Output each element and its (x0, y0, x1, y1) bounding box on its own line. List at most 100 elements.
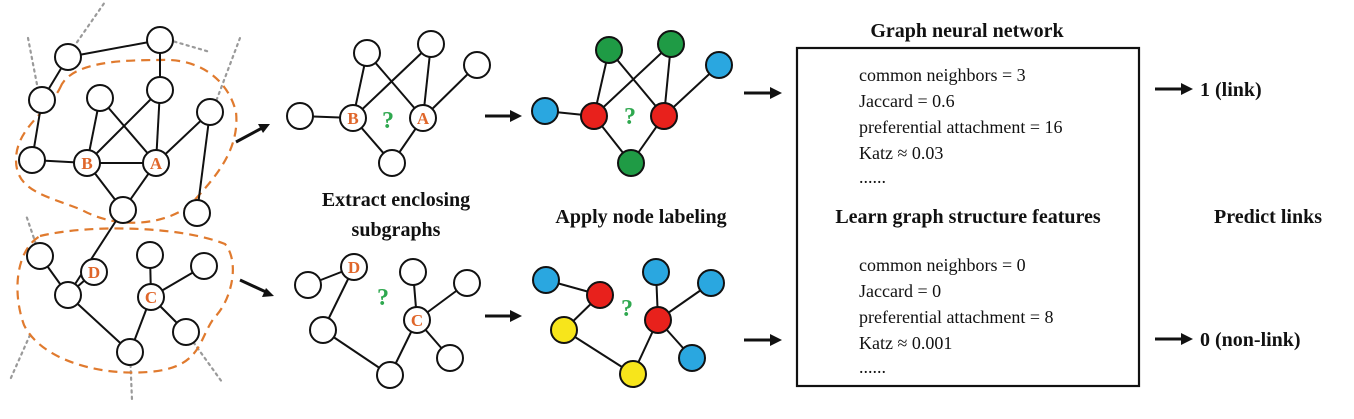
graph-node (196, 98, 224, 126)
subgraph-node (309, 316, 337, 344)
subgraph-node (294, 271, 322, 299)
arrow-gnn-top (744, 87, 782, 99)
subgraph-node (286, 102, 314, 130)
top-feature: common neighbors = 3 (859, 65, 1026, 85)
output-non-link: 0 (non-link) (1200, 329, 1301, 351)
subgraph-ab: B A ? (286, 30, 491, 177)
subgraph-node (453, 269, 481, 297)
bottom-feature: preferential attachment = 8 (859, 307, 1054, 327)
gnn-title: Graph neural network (870, 20, 1064, 42)
subgraph-node (399, 258, 427, 286)
labeled-subgraph-cd: ? (532, 258, 725, 388)
arrow-label-bottom (485, 310, 522, 322)
graph-node (18, 146, 46, 174)
graph-node (136, 241, 164, 269)
external-edge (64, 0, 107, 60)
external-edge (210, 36, 242, 114)
subgraph-cd: D C ? (294, 253, 481, 389)
graph-node (183, 199, 211, 227)
labeled-target-node (580, 102, 608, 130)
arrow-extract-bottom (239, 278, 274, 297)
subgraph-node-b (339, 104, 367, 132)
labeled-node-blue (531, 97, 559, 125)
subgraph-node-a (409, 104, 437, 132)
graph-node (146, 26, 174, 54)
subgraph-node (353, 39, 381, 67)
stage-predict-caption: Predict links (1214, 206, 1322, 228)
graph-node (54, 281, 82, 309)
original-graph: B A D C (8, 0, 242, 402)
subgraph-node-c (403, 306, 431, 334)
labeled-node-blue (532, 266, 560, 294)
labeled-node-yellow (619, 360, 647, 388)
subgraph-node (463, 51, 491, 79)
node-label-b: B (347, 109, 358, 128)
gnn-box (795, 46, 1141, 388)
graph-node (146, 76, 174, 104)
labeled-node-green (617, 149, 645, 177)
arrow-extract-top (235, 124, 270, 144)
top-feature: preferential attachment = 16 (859, 117, 1063, 137)
graph-node-c (137, 283, 165, 311)
gnn-learn-caption: Learn graph structure features (835, 206, 1101, 228)
subgraph-node (376, 361, 404, 389)
graph-edge (67, 39, 161, 58)
node-label-c: C (411, 311, 423, 330)
labeled-target-node (586, 281, 614, 309)
enclosing-region-cd (16, 227, 234, 374)
unknown-link-mark: ? (624, 104, 636, 130)
bottom-feature: Katz ≈ 0.001 (859, 333, 952, 353)
subgraph-node (417, 30, 445, 58)
arrow-output-bottom (1155, 333, 1193, 345)
external-edge (184, 330, 224, 384)
graph-node (54, 43, 82, 71)
graph-node (116, 338, 144, 366)
output-link: 1 (link) (1200, 79, 1262, 101)
graph-node-d (80, 258, 108, 286)
node-label-d: D (348, 258, 360, 277)
subgraph-node-d (340, 253, 368, 281)
labeled-node-green (595, 36, 623, 64)
node-label-d: D (88, 263, 100, 282)
external-edge (8, 333, 32, 382)
labeled-node-blue (678, 344, 706, 372)
labeled-target-node (644, 306, 672, 334)
stage-extract-caption-line1: Extract enclosing (322, 189, 470, 211)
graph-edge (196, 111, 211, 214)
unknown-link-mark: ? (377, 285, 389, 311)
gnn-panel: Graph neural network common neighbors = … (795, 20, 1141, 388)
stage-extract-caption-line2: subgraphs (352, 219, 441, 241)
graph-node (190, 252, 218, 280)
top-feature: Jaccard = 0.6 (859, 91, 955, 111)
bottom-feature: ...... (859, 357, 886, 377)
bottom-feature: common neighbors = 0 (859, 255, 1026, 275)
top-feature: ...... (859, 167, 886, 187)
subgraph-node (436, 344, 464, 372)
labeled-node-yellow (550, 316, 578, 344)
labeled-subgraph-ab: ? (531, 30, 733, 177)
graph-edge (67, 294, 131, 353)
bottom-feature: Jaccard = 0 (859, 281, 941, 301)
graph-node-b (73, 149, 101, 177)
graph-edge (99, 97, 157, 164)
subgraph-node (378, 149, 406, 177)
unknown-link-mark: ? (621, 296, 633, 322)
graph-node-a (142, 149, 170, 177)
labeled-node-blue (697, 269, 725, 297)
top-feature: Katz ≈ 0.03 (859, 143, 943, 163)
labeled-node-blue (705, 51, 733, 79)
graph-edge (67, 209, 124, 296)
node-label-a: A (150, 154, 163, 173)
labeled-node-blue (642, 258, 670, 286)
graph-node (86, 84, 114, 112)
node-label-c: C (145, 288, 157, 307)
labeled-node-green (657, 30, 685, 58)
labeled-target-node (650, 102, 678, 130)
graph-node (28, 86, 56, 114)
arrow-gnn-bottom (744, 334, 782, 346)
node-label-b: B (81, 154, 92, 173)
graph-node (109, 196, 137, 224)
unknown-link-mark: ? (382, 108, 394, 134)
stage-label-caption: Apply node labeling (555, 206, 726, 228)
